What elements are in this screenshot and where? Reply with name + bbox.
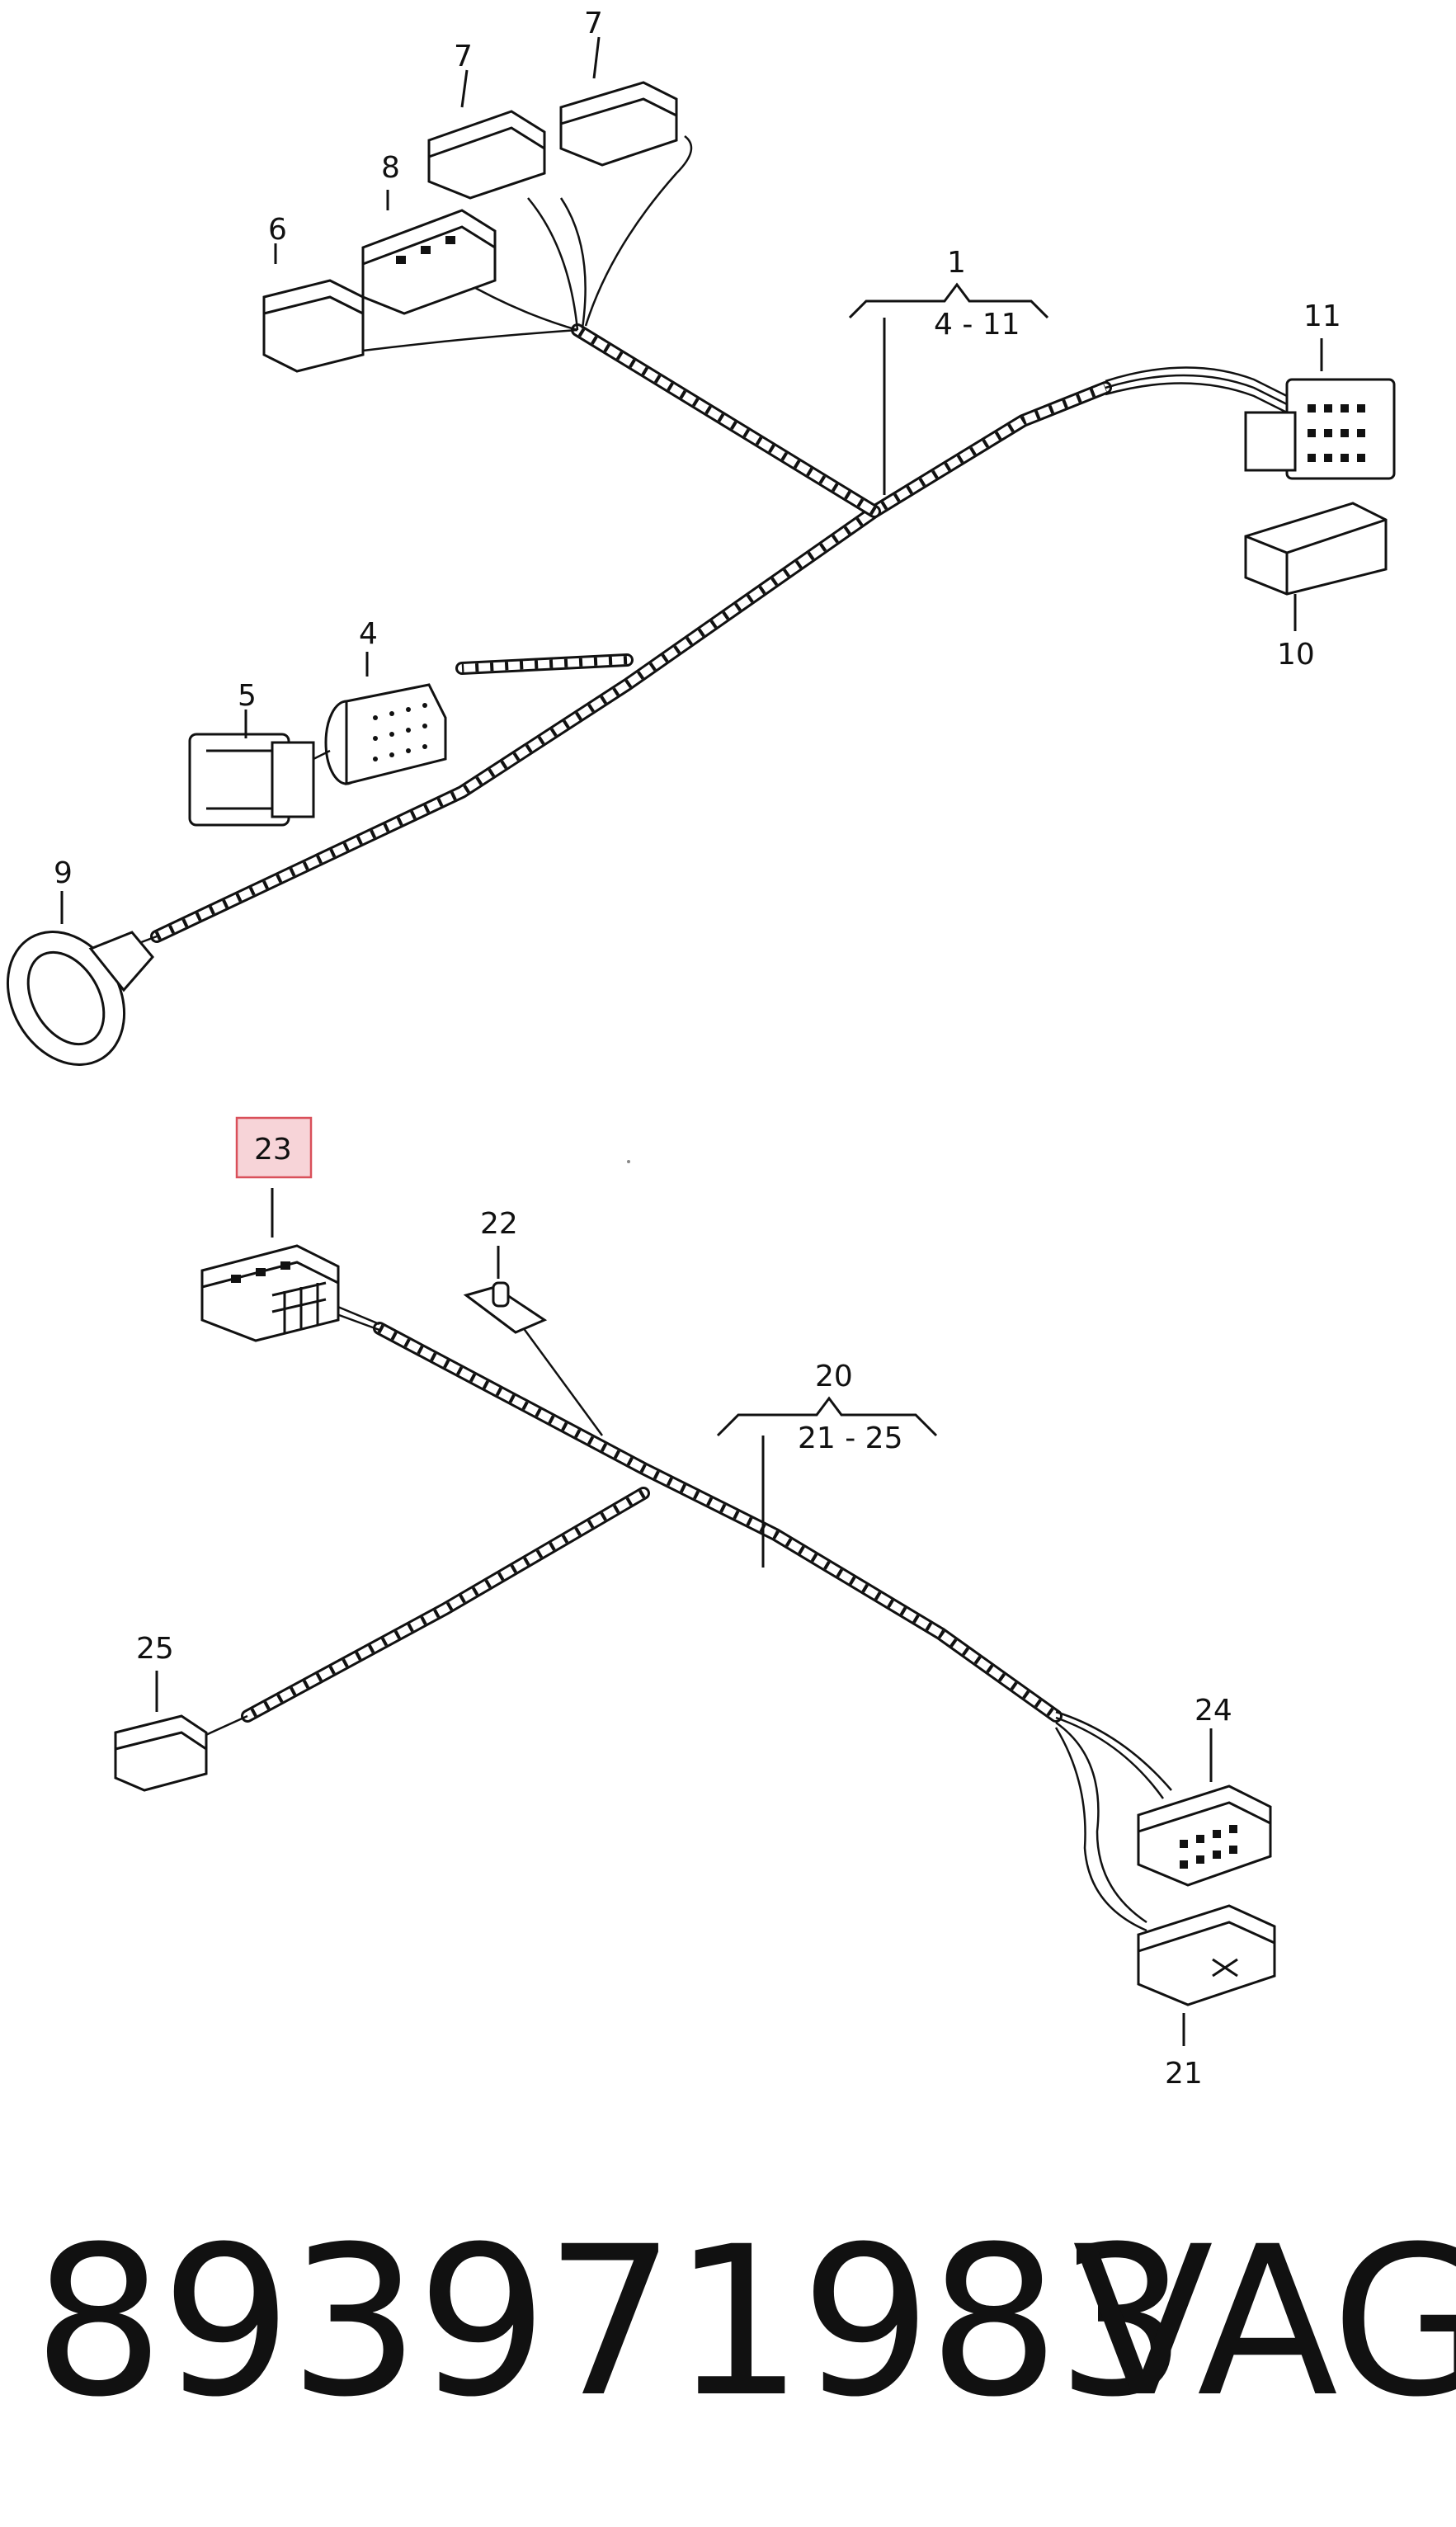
callout-8: 8: [381, 151, 400, 185]
stray-dot: [627, 1160, 630, 1163]
callout-22: 22: [480, 1207, 518, 1241]
connector-25: [114, 1714, 208, 1792]
callout-range-21-25: 21 - 25: [798, 1421, 903, 1455]
brand-name: VAG: [1072, 2202, 1456, 2442]
lower-labels: 23 22 20 21 - 25 25 24 21: [136, 1133, 1232, 2091]
connector-7-right: [559, 81, 678, 167]
upper-leaders: [60, 36, 1323, 924]
connector-10: [1244, 502, 1388, 596]
callout-24: 24: [1194, 1694, 1232, 1728]
connector-5: [188, 733, 315, 827]
callout-6: 6: [268, 213, 287, 247]
callout-23-highlight: [235, 1116, 313, 1179]
connector-23: [200, 1244, 340, 1342]
callout-1: 1: [947, 246, 966, 280]
connector-11: [1244, 378, 1396, 480]
callout-20: 20: [815, 1360, 853, 1393]
callout-5: 5: [238, 679, 257, 713]
clip-22: [463, 1281, 548, 1334]
callout-10: 10: [1277, 638, 1315, 672]
connector-7-left: [427, 110, 546, 200]
part-number: 893971983: [33, 2202, 1188, 2442]
connector-8: [361, 209, 497, 315]
connector-24: [1137, 1784, 1272, 1887]
callout-25: 25: [136, 1632, 174, 1666]
callout-21: 21: [1165, 2057, 1203, 2091]
connector-21: [1137, 1904, 1276, 2006]
lower-leaders: [155, 1188, 1213, 2046]
upper-harness: [123, 135, 1288, 950]
callout-11: 11: [1303, 299, 1341, 333]
callout-23: 23: [254, 1133, 292, 1167]
callout-7-left: 7: [454, 40, 473, 73]
callout-range-4-11: 4 - 11: [934, 308, 1020, 342]
lower-harness: [201, 1302, 1172, 1932]
callout-4: 4: [359, 617, 378, 651]
connector-6: [262, 279, 365, 373]
callout-7-right: 7: [584, 7, 603, 40]
callout-9: 9: [54, 856, 73, 890]
upper-labels: 7 7 8 6 1 4 - 11 11 10 4 5 9: [54, 7, 1341, 890]
connector-4: [313, 683, 447, 785]
connector-9: [6, 931, 154, 1066]
